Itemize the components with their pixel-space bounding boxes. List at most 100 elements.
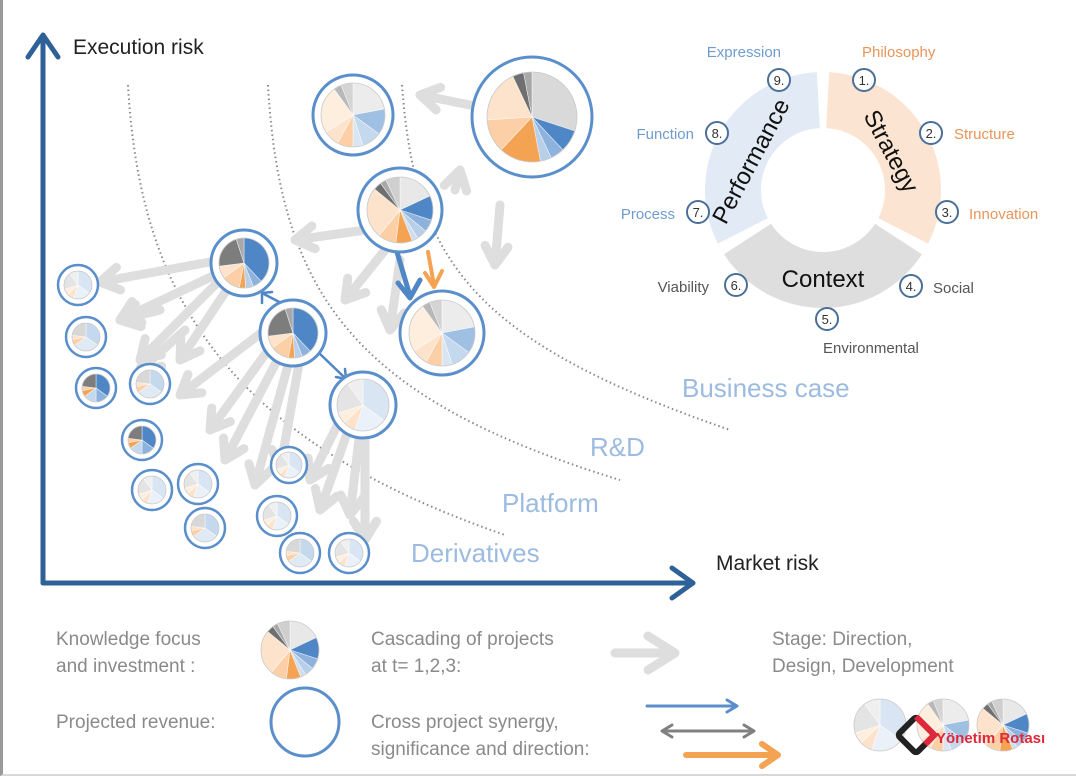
- wheel-item-badge: [935, 200, 959, 224]
- wheel-item-number: 4.: [906, 279, 917, 294]
- legend-stage-pie-direction: [853, 698, 907, 752]
- watermark: Yönetim Rotası: [895, 714, 1045, 756]
- wheel-item-social: 4. Social: [899, 274, 974, 298]
- pie-outline: [267, 307, 319, 359]
- cascade-arrow: [310, 420, 355, 515]
- wheel-item-number: 1.: [859, 73, 870, 88]
- project-bubble: [128, 362, 172, 406]
- wheel-item-number: 5.: [822, 312, 833, 327]
- cascade-arrow: [219, 350, 285, 465]
- wheel-item-label: Philosophy: [862, 44, 936, 61]
- wheel-segment-performance: [705, 72, 820, 244]
- y-axis-label: Execution risk: [73, 36, 204, 59]
- cascade-arrow: [480, 200, 513, 270]
- knowledge-pie: [63, 270, 93, 300]
- legend-synergy-arrow-orange: [683, 741, 781, 769]
- cascade-arrow: [244, 353, 295, 490]
- knowledge-pie: [320, 82, 386, 148]
- wheel-item-label: Environmental: [823, 340, 919, 357]
- knowledge-pie: [135, 369, 165, 399]
- wheel-item-number: 8.: [712, 126, 723, 141]
- zone-boundary-derivatives: [127, 84, 506, 536]
- project-bubble: [64, 315, 108, 359]
- project-bubble: [269, 445, 309, 485]
- pie-outline: [366, 176, 434, 244]
- knowledge-pie: [267, 307, 319, 359]
- wheel-item-process: 7.Process: [621, 200, 710, 224]
- wheel-item-structure: 2.Structure: [919, 121, 1015, 145]
- knowledge-pie: [285, 538, 315, 568]
- knowledge-pie: [81, 373, 111, 403]
- legend-synergy-arrow-gray: [660, 723, 756, 739]
- x-axis-label: Market risk: [716, 552, 819, 575]
- cascade-arrow: [290, 221, 370, 254]
- project-bubbles: [56, 55, 594, 575]
- pie-outline: [127, 425, 157, 455]
- wheel-item-function: 8.Function: [636, 121, 729, 145]
- wheel-item-philosophy: 1. Philosophy: [852, 44, 936, 92]
- pie-outline: [916, 698, 970, 752]
- knowledge-pie: [218, 237, 270, 289]
- cascade-arrow: [303, 415, 345, 485]
- knowledge-pie: [334, 538, 364, 568]
- legend-pie: [260, 620, 320, 680]
- pie-outline: [285, 538, 315, 568]
- project-bubble: [183, 506, 227, 550]
- legend-knowledge-line2: and investment :: [56, 656, 195, 677]
- pie-outline: [218, 237, 270, 289]
- axes: [25, 32, 696, 601]
- wheel-item-expression: 9.Expression: [707, 44, 791, 92]
- wheel-item-badge: [767, 68, 791, 92]
- wheel-item-badge: [852, 68, 876, 92]
- pie-outline: [262, 501, 292, 531]
- pie-outline: [275, 451, 303, 479]
- zone-label-derivatives: Derivatives: [411, 538, 540, 568]
- wheel-item-badge: [899, 274, 923, 298]
- legend-knowledge-line1: Knowledge focus: [56, 629, 201, 650]
- wheel-item-number: 2.: [926, 126, 937, 141]
- wheel-item-label: Social: [933, 280, 974, 297]
- wheel-label-context: Context: [782, 266, 865, 293]
- project-bubble: [176, 462, 220, 506]
- project-bubble: [56, 263, 100, 307]
- wheel-item-label: Process: [621, 206, 675, 223]
- zone-boundary-platform: [267, 84, 621, 481]
- pie-outline: [976, 698, 1030, 752]
- wheel-item-viability: 6.Viability: [658, 273, 748, 297]
- wheel-item-badge: [919, 121, 943, 145]
- legend-cascading-line1: Cascading of projects: [371, 629, 554, 650]
- knowledge-pie: [183, 469, 213, 499]
- cascade-arrow: [115, 299, 165, 332]
- knowledge-pie: [190, 513, 220, 543]
- zone-label-platform: Platform: [502, 488, 599, 518]
- project-bubble: [470, 55, 594, 179]
- project-bubble: [278, 531, 322, 575]
- legend-synergy-line1: Cross project synergy,: [371, 712, 559, 733]
- project-bubble: [120, 418, 164, 462]
- knowledge-pie: [366, 176, 434, 244]
- synergy-arrow-orange: [423, 250, 444, 289]
- cascade-arrow: [340, 245, 390, 305]
- cascade-arrow: [439, 165, 472, 196]
- legend-cascading-line2: at t= 1,2,3:: [371, 656, 461, 677]
- cascading-arrows: [95, 82, 513, 545]
- knowledge-pie: [486, 71, 578, 163]
- framework-wheel: Strategy Context Performance: [705, 72, 942, 308]
- pie-outline: [336, 378, 390, 432]
- project-bubble: [130, 468, 174, 512]
- project-bubble: [356, 166, 444, 254]
- legend-stage-pie-development: [976, 698, 1030, 752]
- wheel-item-number: 3.: [942, 205, 953, 220]
- pie-outline: [63, 270, 93, 300]
- knowledge-pie: [137, 475, 167, 505]
- wheel-item-badge: [686, 200, 710, 224]
- cascade-arrow: [175, 325, 270, 400]
- pie-outline: [320, 82, 386, 148]
- cascade-arrow: [175, 280, 235, 365]
- knowledge-pie: [262, 501, 292, 531]
- legend-revenue-ring: [269, 686, 341, 758]
- wheel-item-label: Expression: [707, 44, 781, 61]
- pie-outline: [260, 620, 320, 680]
- wheel-item-badge: [724, 273, 748, 297]
